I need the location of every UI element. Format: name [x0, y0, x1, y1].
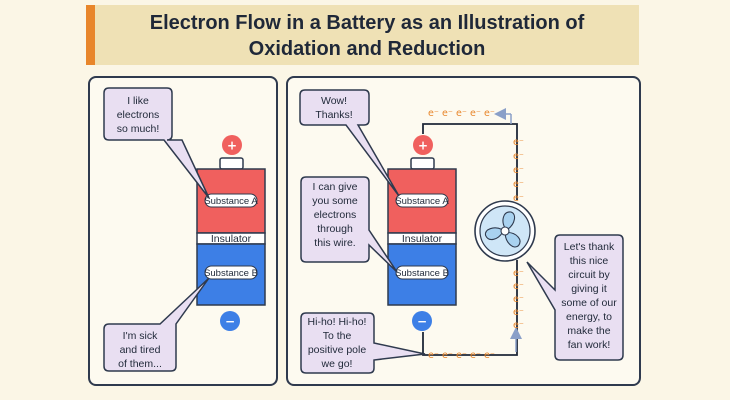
electron: e⁻	[428, 350, 439, 361]
electron: e⁻	[513, 281, 524, 292]
fan-icon	[474, 200, 536, 262]
electron: e⁻	[484, 350, 495, 361]
electron: e⁻	[513, 268, 524, 279]
right-bubble-thank: Let's thank this nice circuit by giving …	[526, 234, 624, 361]
electrons-right-lower: e⁻ e⁻ e⁻ e⁻ e⁻	[513, 268, 524, 331]
right-battery-cap	[410, 157, 435, 170]
electron: e⁻	[513, 137, 524, 148]
left-bubble-top-line-2: electrons	[117, 109, 160, 121]
electron: e⁻	[513, 294, 524, 305]
bubble-thank-line-2: this nice	[570, 255, 609, 267]
left-negative-sign: −	[225, 315, 235, 329]
electron: e⁻	[513, 151, 524, 162]
bubble-thank-line-5: some of our	[561, 297, 617, 309]
bubble-thank-line-4: giving it	[571, 283, 607, 295]
left-negative-terminal	[220, 311, 240, 331]
electron: e⁻	[513, 307, 524, 318]
electron: e⁻	[456, 108, 467, 119]
left-substance-b-label: Substance B	[204, 268, 258, 279]
left-bubble-bottom-line-2: and tired	[120, 344, 161, 356]
bubble-thank-line-6: energy, to	[566, 311, 612, 323]
electrons-bottom-row: e⁻ e⁻ e⁻ e⁻ e⁻	[428, 350, 495, 361]
electron: e⁻	[484, 108, 495, 119]
electron: e⁻	[456, 350, 467, 361]
electron: e⁻	[513, 165, 524, 176]
electron: e⁻	[428, 108, 439, 119]
right-substance-b-tag	[395, 265, 449, 280]
electron: e⁻	[442, 108, 453, 119]
bubble-thank-line-1: Let's thank	[564, 241, 615, 253]
bubble-wow-line-1: Wow!	[321, 95, 347, 107]
right-substance-b-label: Substance B	[395, 268, 449, 279]
right-bubble-give: I can give you some electrons through th…	[300, 176, 398, 273]
electron: e⁻	[442, 350, 453, 361]
bubble-hiho-line-4: we go!	[321, 358, 353, 370]
left-insulator-label: Insulator	[211, 233, 252, 245]
right-bubble-wow: Wow! Thanks!	[299, 89, 400, 197]
left-bubble-top-line-3: so much!	[117, 123, 160, 135]
left-battery: + Insulator Substance A Substance B −	[196, 135, 266, 331]
electron: e⁻	[470, 350, 481, 361]
left-bubble-bottom-line-3: of them...	[118, 358, 162, 370]
electron: e⁻	[513, 320, 524, 331]
title-banner: Electron Flow in a Battery as an Illustr…	[86, 5, 639, 65]
electron: e⁻	[513, 193, 524, 204]
bubble-hiho-line-1: Hi-ho! Hi-ho!	[308, 316, 367, 328]
right-insulator-label: Insulator	[402, 233, 443, 245]
title-line-1: Electron Flow in a Battery as an Illustr…	[149, 12, 585, 34]
bubble-give-line-3: electrons	[314, 209, 357, 221]
bubble-thank-line-3: circuit by	[568, 269, 610, 281]
left-battery-cap	[219, 157, 244, 170]
electrons-right-upper: e⁻ e⁻ e⁻ e⁻ e⁻	[513, 137, 524, 204]
right-negative-sign: −	[417, 315, 427, 329]
bubble-give-line-1: I can give	[313, 181, 358, 193]
right-substance-a-label: Substance A	[395, 196, 449, 207]
right-negative-terminal	[412, 311, 432, 331]
bubble-hiho-line-3: positive pole	[308, 344, 367, 356]
right-positive-sign: +	[418, 139, 428, 153]
bubble-give-line-5: this wire.	[314, 237, 355, 249]
title-line-2: Oxidation and Reduction	[248, 38, 486, 60]
right-positive-terminal	[413, 135, 433, 155]
left-substance-a-tag	[204, 193, 258, 208]
left-bubble-top-line-1: I like	[127, 95, 149, 107]
bubble-give-line-2: you some	[312, 195, 358, 207]
right-battery: + Insulator Substance A Substance B −	[387, 135, 457, 331]
bubble-give-line-4: through	[317, 223, 353, 235]
right-bubble-hiho: Hi-ho! Hi-ho! To the positive pole we go…	[300, 312, 426, 374]
bubble-thank-line-8: fan work!	[568, 339, 611, 351]
left-substance-b-tag	[204, 265, 258, 280]
electrons-top-row: e⁻ e⁻ e⁻ e⁻ e⁻	[428, 108, 495, 119]
bubble-wow-line-2: Thanks!	[315, 109, 352, 121]
electron: e⁻	[470, 108, 481, 119]
left-substance-a-label: Substance A	[204, 196, 258, 207]
left-bubble-bottom-line-1: I'm sick	[123, 330, 158, 342]
right-substance-a-tag	[395, 193, 449, 208]
left-positive-sign: +	[227, 139, 237, 153]
bubble-hiho-line-2: To the	[323, 330, 352, 342]
left-bubble-bottom: I'm sick and tired of them...	[103, 277, 210, 372]
left-bubble-top: I like electrons so much!	[103, 87, 210, 199]
circuit-wire	[422, 123, 518, 356]
electron: e⁻	[513, 179, 524, 190]
left-positive-terminal	[222, 135, 242, 155]
bubble-thank-line-7: make the	[567, 325, 610, 337]
